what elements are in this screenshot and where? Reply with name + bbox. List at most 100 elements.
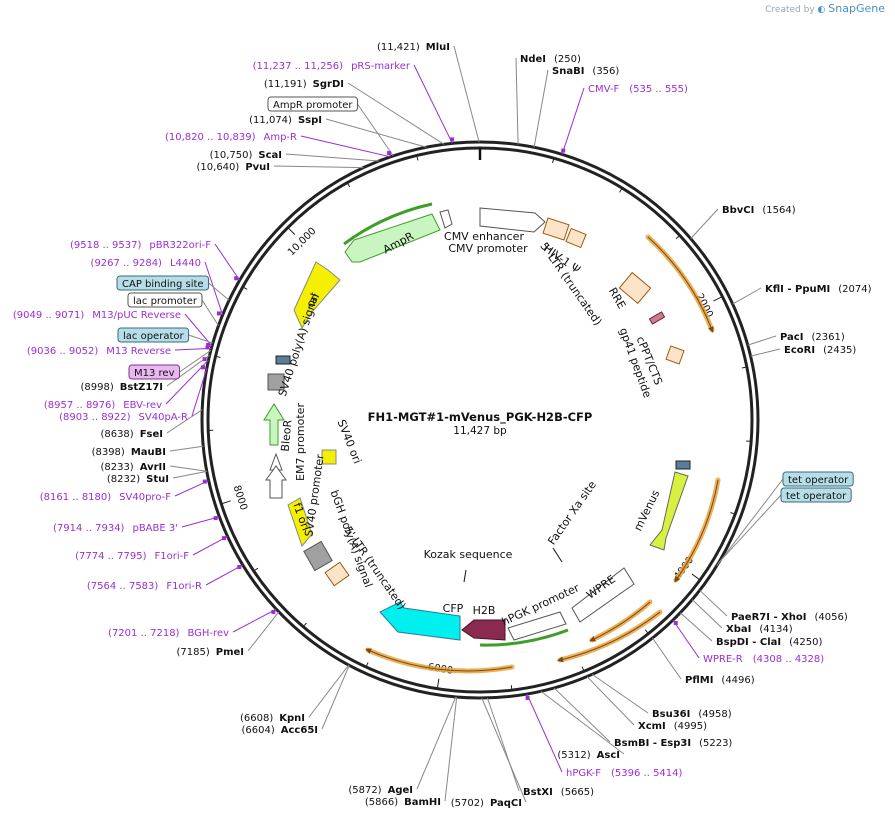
feature-label-factor-xa-site[interactable]: Factor Xa site	[545, 478, 599, 547]
primer-pbr322ori-f[interactable]: pBR322ori-F (9518 .. 9537)	[70, 240, 239, 281]
feature-label-cmv-promoter[interactable]: CMV promoter	[448, 242, 528, 255]
box-label-lac-operator[interactable]: lac operator	[117, 327, 190, 343]
box-label-ampr-promoter[interactable]: AmpR promoter	[267, 96, 358, 112]
primer-sv40pro-f[interactable]: SV40pro-F(8161 .. 8180)	[40, 479, 207, 503]
box-label-tet-operator[interactable]: tet operator	[782, 471, 854, 487]
enzyme-site-pflmi[interactable]: PflMI(4496)	[685, 675, 755, 686]
box-label-cap-binding-site[interactable]: CAP binding site	[116, 275, 210, 291]
primer-amp-r[interactable]: Amp-R(10,820 .. 10,839)	[165, 132, 392, 156]
enzyme-site-paqci[interactable]: PaqCI(5702)	[451, 798, 522, 809]
enzyme-name: StuI	[146, 474, 169, 485]
enzyme-site-asci[interactable]: AscI(5312)	[557, 750, 620, 761]
enzyme-site-paci[interactable]: PacI(2361)	[780, 332, 845, 343]
primer-bgh-rev[interactable]: BGH-rev(7201 .. 7218)	[108, 609, 276, 639]
kozak-tick	[463, 569, 467, 583]
primer-pbabe-3[interactable]: pBABE 3'(7914 .. 7934)	[53, 516, 218, 534]
leader-lines	[165, 45, 784, 803]
enzyme-site-xcmi[interactable]: XcmI(4995)	[638, 721, 707, 732]
box-label-frame	[127, 292, 203, 308]
box-label-lac-promoter[interactable]: lac promoter	[127, 292, 203, 308]
primer-f1ori-f[interactable]: F1ori-F(7774 .. 7795)	[75, 536, 226, 562]
primer-range: (535 .. 555)	[629, 84, 688, 95]
enzyme-name: Bsu36I	[652, 709, 690, 720]
primer-cmv-f[interactable]: CMV-F(535 .. 555)	[561, 84, 688, 153]
enzyme-site-maubi[interactable]: MauBI(8398)	[92, 447, 166, 458]
bgh-pa-box	[303, 540, 333, 572]
primer-range: (9518 .. 9537)	[70, 240, 142, 251]
enzyme-site-acc65i[interactable]: Acc65I(6604)	[242, 725, 319, 736]
feature-label-cmv-enhancer[interactable]: CMV enhancer	[444, 230, 524, 243]
primer-m13-reverse[interactable]: M13 Reverse(9036 .. 9052)	[27, 345, 210, 357]
feature-label-kozak-sequence[interactable]: Kozak sequence	[424, 548, 513, 561]
map-title-group: FH1-MGT#1-mVenus_PGK-H2B-CFP 11,427 bp	[368, 410, 593, 437]
enzyme-site-mlui[interactable]: MluI(11,421)	[377, 42, 450, 53]
enzyme-name: FseI	[140, 429, 163, 440]
box-label-m13-rev[interactable]: M13 rev	[128, 364, 180, 380]
enzyme-site-pvui[interactable]: PvuI(10,640)	[197, 162, 270, 173]
enzyme-position: (4056)	[815, 612, 848, 623]
feature-label-5-ltr-truncated[interactable]: 5' LTR (truncated)	[537, 240, 604, 328]
feature-label-em7-promoter[interactable]: EM7 promoter	[294, 403, 307, 481]
feature-label-cfp[interactable]: CFP	[443, 602, 464, 615]
enzyme-name: KflI - PpuMI	[765, 284, 830, 295]
enzyme-site-bstxi[interactable]: BstXI(5665)	[523, 787, 594, 798]
feature-label-h2b[interactable]: H2B	[473, 604, 496, 617]
enzyme-name: AvrII	[140, 462, 166, 473]
enzyme-site-pmei[interactable]: PmeI(7185)	[176, 647, 244, 658]
enzyme-position: (4250)	[789, 637, 822, 648]
enzyme-site-paer7i-xhoi[interactable]: PaeR7I - XhoI(4056)	[731, 612, 848, 623]
primer-wpre-r[interactable]: WPRE-R(4308 .. 4328)	[673, 620, 825, 665]
primer-name: M13/pUC Reverse	[92, 310, 181, 321]
primer-name: pBR322ori-F	[149, 240, 211, 251]
sv40-pa-box	[267, 373, 285, 391]
enzyme-site-sspi[interactable]: SspI(11,074)	[249, 115, 322, 126]
primer-prs-marker[interactable]: pRS-marker(11,237 .. 11,256)	[253, 61, 454, 142]
primer-range: (5396 .. 5414)	[611, 768, 683, 779]
enzyme-site-bspdi-clai[interactable]: BspDI - ClaI(4250)	[716, 637, 822, 648]
primer-range: (4308 .. 4328)	[753, 654, 825, 665]
box-label-tet-operator[interactable]: tet operator	[780, 487, 852, 503]
primer-l4440[interactable]: L4440(9267 .. 9284)	[91, 258, 221, 316]
primer-f1ori-r[interactable]: F1ori-R(7564 .. 7583)	[87, 564, 242, 592]
feature-label-sv40-ori[interactable]: SV40 ori	[335, 418, 364, 466]
enzyme-site-bamhi[interactable]: BamHI(5866)	[365, 797, 441, 808]
enzyme-name: BstXI	[523, 787, 553, 798]
tet-operator-box	[675, 460, 691, 470]
enzyme-site-ecori[interactable]: EcoRI(2435)	[784, 345, 856, 356]
feature-label-mvenus[interactable]: mVenus	[631, 488, 662, 533]
enzyme-site-fsei[interactable]: FseI(8638)	[100, 429, 163, 440]
enzyme-site-scai[interactable]: ScaI(10,750)	[210, 150, 282, 161]
enzyme-site-stui[interactable]: StuI(8232)	[107, 474, 169, 485]
enzyme-site-bstz17i[interactable]: BstZ17I(8998)	[80, 382, 163, 393]
primer-mark	[221, 536, 226, 541]
ltr3-box	[324, 561, 350, 587]
orf-arc-inner	[365, 236, 719, 672]
enzyme-site-bsmbi-esp3i[interactable]: BsmBI - Esp3I(5223)	[614, 738, 732, 749]
enzyme-site-xbai[interactable]: XbaI(4134)	[726, 624, 793, 635]
enzyme-site-bbvci[interactable]: BbvCI(1564)	[722, 205, 796, 216]
feature-label-ori[interactable]: ori	[304, 291, 323, 310]
feature-label-bleor[interactable]: BleoR	[279, 419, 295, 452]
lac-stack	[275, 355, 291, 365]
green-arc-1	[343, 202, 433, 246]
orf-arc-5	[365, 647, 515, 674]
feature-label-5-ltr-truncated[interactable]: 5' LTR (truncated)	[341, 524, 408, 612]
enzyme-site-kfli-ppumi[interactable]: KflI - PpuMI (2074)	[765, 284, 872, 295]
primer-hpgk-f[interactable]: hPGK-F(5396 .. 5414)	[525, 695, 683, 779]
box-label-frame	[782, 471, 854, 487]
enzyme-site-avrii[interactable]: AvrII(8233)	[100, 462, 166, 473]
enzyme-site-sgrdi[interactable]: SgrDI(11,191)	[264, 79, 344, 90]
enzyme-position: (7185)	[176, 647, 209, 658]
primer-m13-puc-reverse[interactable]: M13/pUC Reverse(9049 .. 9071)	[13, 310, 211, 347]
enzyme-position: (2074)	[838, 284, 871, 295]
primer-name: BGH-rev	[187, 628, 229, 639]
primer-ebv-rev[interactable]: EBV-rev(8957 .. 8976)	[44, 357, 207, 411]
enzyme-site-ndei[interactable]: NdeI(250)	[520, 54, 581, 65]
enzyme-position: (5702)	[451, 798, 484, 809]
enzyme-site-bsu36i[interactable]: Bsu36I(4958)	[652, 709, 732, 720]
enzyme-site-kpni[interactable]: KpnI(6608)	[240, 713, 305, 724]
enzyme-site-agei[interactable]: AgeI(5872)	[348, 785, 413, 796]
primer-sv40pa-r[interactable]: SV40pA-R(8903 .. 8922)	[59, 365, 205, 423]
enzyme-site-snabi[interactable]: SnaBI(356)	[552, 66, 619, 77]
